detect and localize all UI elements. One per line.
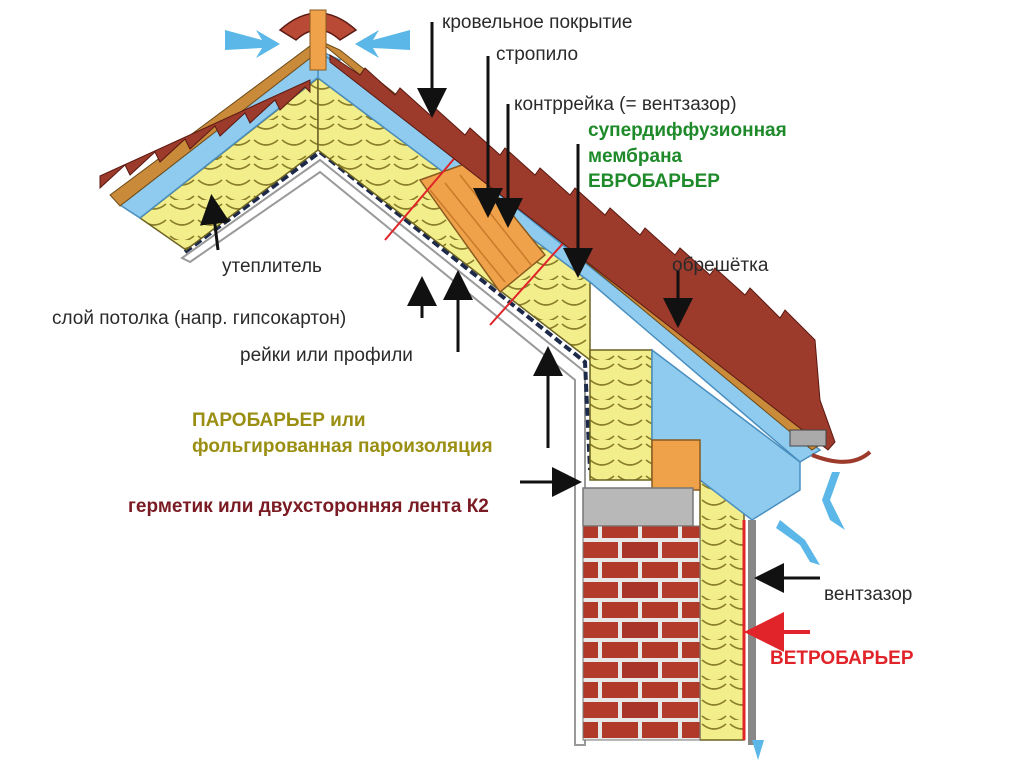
airflow-arrows <box>225 30 845 760</box>
vapor-barrier-shape <box>183 149 592 471</box>
label-rafter: стропило <box>496 44 579 65</box>
label-battens: обрешётка <box>672 255 769 276</box>
label-roof-covering: кровельное покрытие <box>442 12 633 33</box>
label-ceiling-layer: слой потолка (напр. гипсокартон) <box>52 308 347 329</box>
label-vapor-line1: ПАРОБАРЬЕР или <box>192 410 366 431</box>
label-counter-batten: контррейка (= вентзазор) <box>514 94 737 115</box>
wall-top-plate-shape <box>582 487 694 527</box>
eave-drip-shape <box>789 429 872 464</box>
airflow-arrow-eave <box>822 472 845 530</box>
label-sealant: герметик или двухсторонняя лента К2 <box>128 496 489 517</box>
leader-insulation <box>199 194 230 251</box>
label-rails: рейки или профили <box>240 345 413 366</box>
label-membrane-line2: мембрана <box>588 146 683 167</box>
label-vapor-line2: фольгированная пароизоляция <box>192 436 493 457</box>
label-vent-gap: вентзазор <box>824 584 913 605</box>
label-insulation: утеплитель <box>222 256 322 277</box>
label-wind-barrier: ВЕТРОБАРЬЕР <box>770 648 914 669</box>
label-membrane-line1: супердиффузионная <box>588 120 787 141</box>
airflow-arrow-right <box>355 30 410 58</box>
brick-wall-shape <box>582 525 701 741</box>
label-membrane-line3: ЕВРОБАРЬЕР <box>588 171 720 192</box>
ridge-cap-shape <box>278 9 358 71</box>
airflow-arrow-bottom <box>752 740 764 760</box>
airflow-arrow-left <box>225 30 280 58</box>
airflow-arrow-wall <box>776 520 820 565</box>
leader-lines <box>199 22 820 593</box>
